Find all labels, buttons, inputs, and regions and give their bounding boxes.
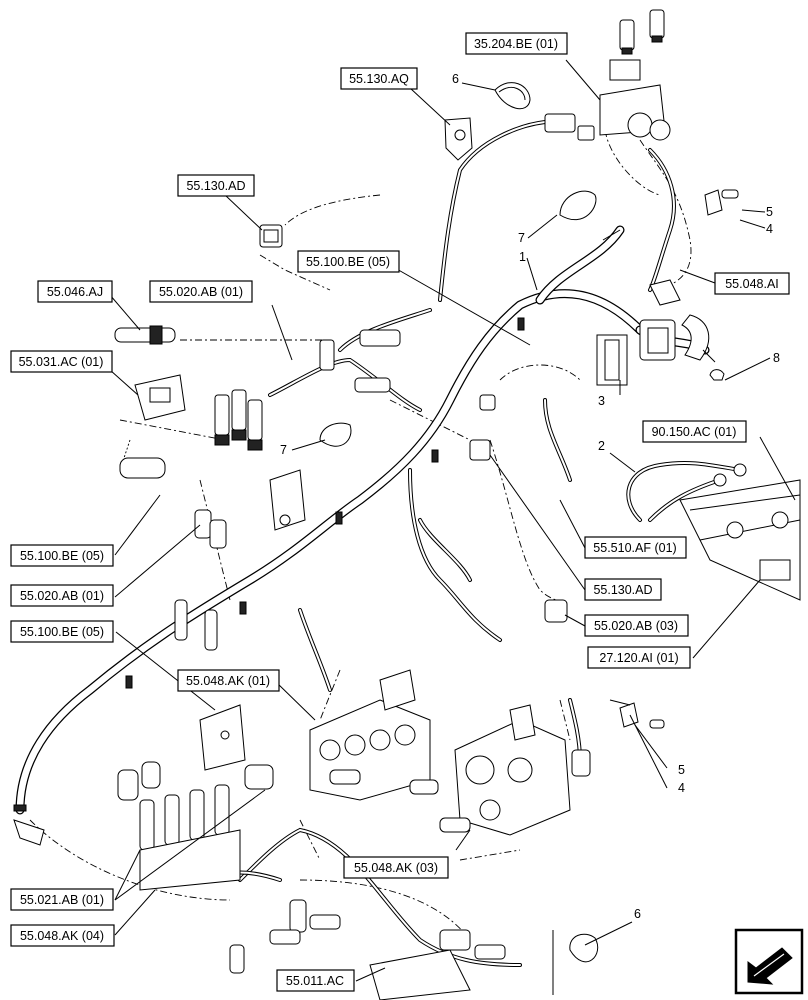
ref-90-150-ac-01[interactable]: 90.150.AC (01): [642, 420, 747, 443]
connector-cluster-top: [544, 9, 671, 141]
ref-55-130-aq[interactable]: 55.130.AQ: [340, 67, 418, 90]
arrow-left-icon[interactable]: [734, 928, 804, 995]
svg-text:55.100.BE (05): 55.100.BE (05): [306, 255, 390, 269]
connectors: [114, 9, 801, 1000]
item-number-8: 8: [773, 351, 780, 365]
svg-text:55.100.BE (05): 55.100.BE (05): [20, 549, 104, 563]
ref-55-011-ac[interactable]: 55.011.AC: [276, 969, 355, 992]
ref-55-510-af-01[interactable]: 55.510.AF (01): [584, 536, 687, 559]
connectors-55-048-ak-04: [229, 899, 506, 974]
svg-text:55.046.AJ: 55.046.AJ: [47, 285, 103, 299]
sensor-55-046-aj: [114, 325, 176, 345]
ref-55-100-be-05-top[interactable]: 55.100.BE (05): [297, 250, 400, 273]
svg-text:55.031.AC (01): 55.031.AC (01): [19, 355, 104, 369]
ref-55-100-be-05-left1[interactable]: 55.100.BE (05): [10, 544, 114, 567]
ref-27-120-ai-01[interactable]: 27.120.AI (01): [587, 646, 691, 669]
svg-text:90.150.AC (01): 90.150.AC (01): [652, 425, 737, 439]
ref-55-046-aj[interactable]: 55.046.AJ: [37, 280, 113, 303]
svg-text:55.020.AB (03): 55.020.AB (03): [594, 619, 678, 633]
svg-text:55.048.AK (01): 55.048.AK (01): [186, 674, 270, 688]
cable-tie-item-6-top: [494, 82, 531, 110]
cable-tie-item-6-bottom: [569, 933, 599, 963]
svg-text:55.510.AF (01): 55.510.AF (01): [593, 541, 676, 555]
item-number-4-bottom: 4: [678, 781, 685, 795]
svg-text:55.048.AK (04): 55.048.AK (04): [20, 929, 104, 943]
sensor-55-048-ai: [649, 279, 681, 306]
svg-text:55.130.AD: 55.130.AD: [186, 179, 245, 193]
sensor-55-130-aq: [444, 117, 473, 161]
connector-group-middle-left: [119, 329, 401, 479]
svg-text:55.100.BE (05): 55.100.BE (05): [20, 625, 104, 639]
reference-labels: 35.204.BE (01) 55.130.AQ 55.130.AD 55.10…: [10, 32, 790, 992]
battery-cable-item-2: [626, 460, 747, 522]
ref-55-100-be-05-left2[interactable]: 55.100.BE (05): [10, 620, 114, 643]
svg-text:55.020.AB (01): 55.020.AB (01): [20, 589, 104, 603]
svg-text:35.204.BE (01): 35.204.BE (01): [474, 37, 558, 51]
item-number-1: 1: [519, 250, 526, 264]
ref-55-021-ab-01[interactable]: 55.021.AB (01): [10, 888, 114, 911]
ref-55-031-ac-01[interactable]: 55.031.AC (01): [10, 350, 113, 373]
ref-55-130-ad-top[interactable]: 55.130.AD: [177, 174, 255, 197]
svg-text:55.048.AI: 55.048.AI: [725, 277, 779, 291]
bolt-items-4-5-bottom: [619, 702, 665, 729]
svg-text:27.120.AI (01): 27.120.AI (01): [599, 651, 678, 665]
sensors-55-020-ab-01: [174, 509, 227, 651]
svg-text:55.020.AB (01): 55.020.AB (01): [159, 285, 243, 299]
cable-tie-item-7-right: [559, 190, 597, 221]
cable-tie-item-7-left: [319, 422, 352, 447]
connector-55-020-ab-03: [544, 599, 568, 623]
connector-55-130-ad-top: [259, 224, 283, 248]
svg-text:55.130.AQ: 55.130.AQ: [349, 72, 409, 86]
svg-text:55.011.AC: 55.011.AC: [286, 974, 344, 988]
item-number-5-bottom: 5: [678, 763, 685, 777]
ref-55-020-ab-01-top[interactable]: 55.020.AB (01): [149, 280, 253, 303]
svg-text:55.021.AB (01): 55.021.AB (01): [20, 893, 104, 907]
ref-35-204-be-01[interactable]: 35.204.BE (01): [465, 32, 568, 55]
item-number-6-bottom: 6: [634, 907, 641, 921]
item-number-5-top: 5: [766, 205, 773, 219]
ref-55-048-ak-04[interactable]: 55.048.AK (04): [10, 924, 115, 947]
ref-55-130-ad-right[interactable]: 55.130.AD: [584, 578, 662, 601]
item-number-2: 2: [598, 439, 605, 453]
leader-lines: [109, 59, 796, 995]
item-number-6-top: 6: [452, 72, 459, 86]
dashed-connection-lines: [29, 129, 692, 941]
bulkhead-connector-item-3: [596, 314, 710, 386]
ref-55-048-ai[interactable]: 55.048.AI: [714, 272, 790, 295]
svg-text:55.130.AD: 55.130.AD: [593, 583, 652, 597]
valve-55-048-ak-01: [309, 669, 439, 801]
cable-tie-item-8: [709, 369, 725, 381]
item-number-4-top: 4: [766, 222, 773, 236]
item-number-7-right: 7: [518, 231, 525, 245]
switch-55-031-ac: [134, 374, 186, 421]
ref-55-048-ak-01[interactable]: 55.048.AK (01): [177, 669, 280, 692]
svg-text:55.048.AK (03): 55.048.AK (03): [354, 861, 438, 875]
ref-55-020-ab-03[interactable]: 55.020.AB (03): [584, 614, 689, 637]
solenoid-bank-55-021-ab-01: [117, 761, 274, 891]
valve-55-048-ak-03: [439, 704, 591, 836]
bracket-plate: [199, 469, 306, 771]
bolt-items-4-5-top: [704, 189, 739, 216]
base-55-011-ac: [369, 949, 471, 1000]
connector-55-130-ad-right: [469, 394, 496, 461]
ref-55-048-ak-03[interactable]: 55.048.AK (03): [343, 856, 449, 879]
item-number-7-left: 7: [280, 443, 287, 457]
item-number-3: 3: [598, 394, 605, 408]
item-numbers: 6 5 4 7 1 8 3 2 7 5 4 6: [280, 72, 780, 921]
chassis-frame-27-120-ai: [679, 479, 801, 601]
ref-55-020-ab-01-left[interactable]: 55.020.AB (01): [10, 584, 114, 607]
